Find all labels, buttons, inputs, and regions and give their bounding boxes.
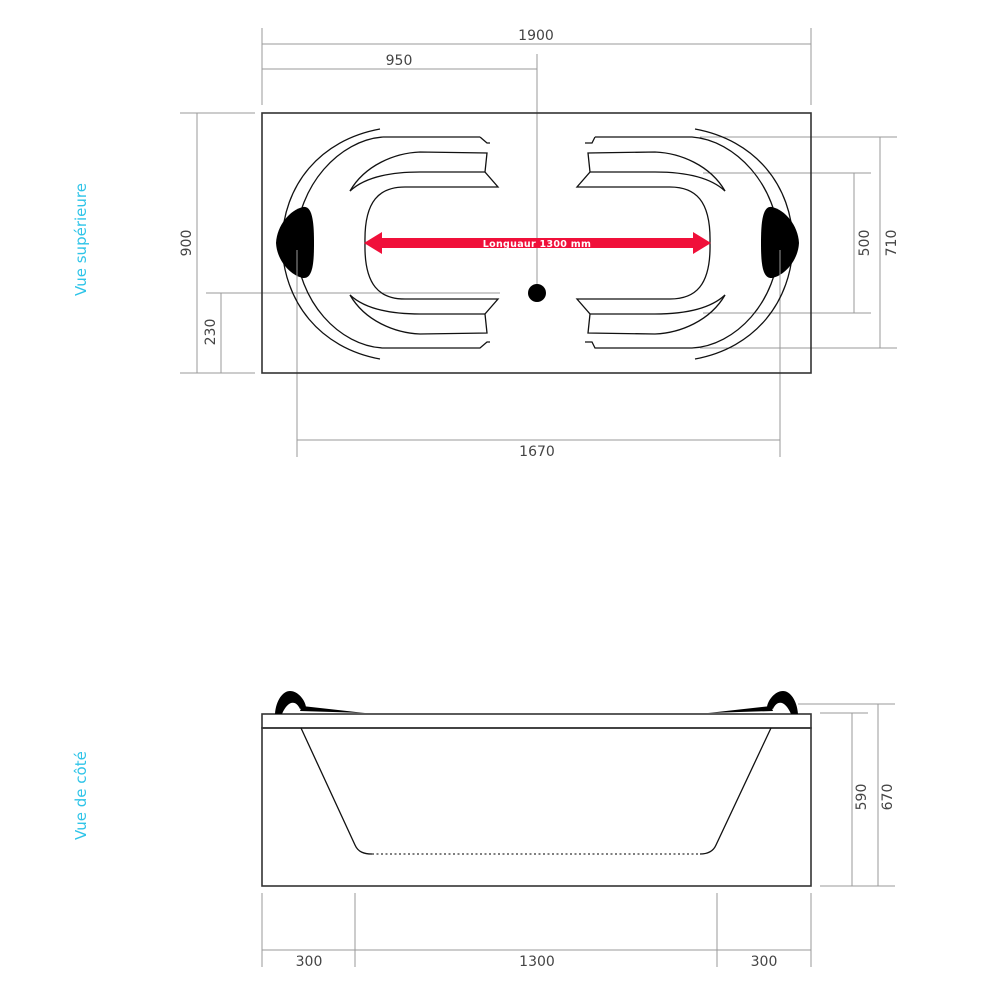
dimension-bottom-segments: 300 1300 300 [261, 893, 812, 970]
dimension-230: 230 [203, 292, 500, 373]
side-view-label: Vue de côté [72, 751, 90, 840]
dim-drain-offset: 230 [203, 319, 219, 346]
dimension-1900: 1900 [261, 28, 812, 105]
left-headrest-side-icon [275, 691, 365, 714]
dimension-590-670: 590 670 [798, 703, 896, 887]
dim-inner-width-710: 710 [884, 230, 900, 257]
dim-right-segment: 300 [751, 954, 778, 970]
side-view: Vue de côté 590 670 [72, 691, 896, 970]
top-view-label: Vue supérieure [72, 183, 90, 296]
basin-left-wall [300, 727, 373, 855]
length-arrow: Longuaur 1300 mm [364, 232, 711, 254]
dim-height-670: 670 [880, 784, 896, 811]
tub-body-side [261, 727, 812, 887]
arrow-label: Longuaur 1300 mm [483, 239, 591, 250]
tub-rim-side [261, 713, 812, 729]
dim-total-length: 1900 [518, 28, 554, 44]
dim-height-590: 590 [854, 784, 870, 811]
top-view: Vue supérieure 1900 950 900 230 [72, 28, 900, 460]
left-headrest-icon [276, 206, 314, 279]
right-headrest-side-icon [708, 691, 798, 714]
dimension-900: 900 [179, 112, 255, 374]
dim-width: 900 [179, 230, 195, 257]
right-headrest-icon [761, 206, 799, 279]
dim-center-segment: 1300 [519, 954, 555, 970]
dim-half-length: 950 [386, 53, 413, 69]
basin-right-wall [699, 727, 772, 855]
dim-inner-width-500: 500 [857, 230, 873, 257]
drain-icon [528, 284, 546, 302]
dimension-950: 950 [262, 53, 538, 288]
dimension-1670: 1670 [296, 250, 781, 460]
tub-outer-rim-top [261, 112, 812, 374]
dim-left-segment: 300 [296, 954, 323, 970]
dim-inner-length: 1670 [519, 444, 555, 460]
dimension-500-710: 500 710 [700, 136, 900, 349]
